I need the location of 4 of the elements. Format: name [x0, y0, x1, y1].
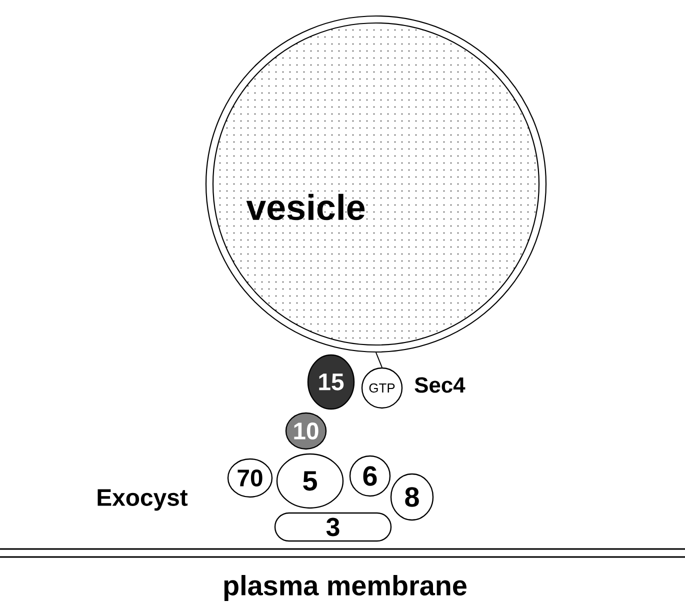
- protein-name: Sec4: [414, 377, 466, 393]
- label: plasma membrane: [224, 575, 466, 601]
- label: Exocyst: [98, 489, 188, 511]
- anchor-line: [376, 352, 382, 368]
